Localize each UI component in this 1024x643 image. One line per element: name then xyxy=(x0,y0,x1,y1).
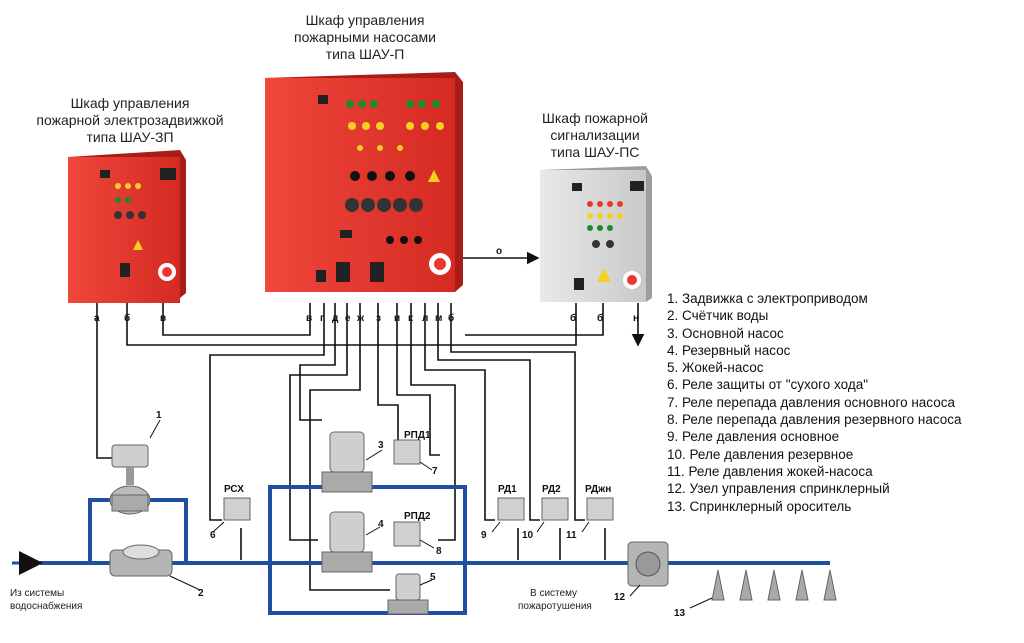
title-line: пожарной электрозадвижкой xyxy=(36,112,224,128)
terminal-labels-right: б б н о xyxy=(496,246,639,324)
legend-item: 8. Реле перепада давления резервного нас… xyxy=(667,412,962,428)
cabinet-shau-zp xyxy=(68,150,186,303)
num-8: 8 xyxy=(436,546,442,557)
device-labels: РСХ РПД1 РПД2 РД1 РД2 РДжн xyxy=(224,430,611,522)
label-rdzh: РДжн xyxy=(585,484,611,495)
main-pump xyxy=(321,431,373,493)
label-rd2: РД2 xyxy=(542,484,561,495)
num-11: 11 xyxy=(566,530,577,541)
legend-item: 11. Реле давления жокей-насоса xyxy=(667,463,873,479)
terminal-labels-center: в г д е ж з и к л м б xyxy=(306,312,454,324)
water-meter xyxy=(109,544,173,577)
cabinet-shau-p xyxy=(265,72,463,292)
terminal-n: н xyxy=(633,313,639,324)
num-9: 9 xyxy=(481,530,487,541)
terminal-b3: б xyxy=(570,312,576,324)
sprinkler-control-unit xyxy=(627,541,669,587)
label-rpd2: РПД2 xyxy=(404,511,431,522)
legend-item: 12. Узел управления спринклерный xyxy=(667,481,890,497)
num-5: 5 xyxy=(430,572,436,583)
num-3: 3 xyxy=(378,440,384,451)
terminal-v2: в xyxy=(306,313,312,324)
legend-item: 1. Задвижка с электроприводом xyxy=(667,291,868,306)
legend-item: 6. Реле защиты от "сухого хода" xyxy=(667,377,869,393)
legend-item: 2. Счётчик воды xyxy=(667,308,769,324)
title-line: типа ШАУ-П xyxy=(325,46,405,62)
terminal-g: г xyxy=(320,313,324,324)
num-12: 12 xyxy=(614,592,626,603)
legend-item: 5. Жокей-насос xyxy=(667,360,764,376)
label-rsh: РСХ xyxy=(224,484,244,495)
num-7: 7 xyxy=(432,466,438,477)
title-line: типа ШАУ-ЗП xyxy=(86,129,174,145)
legend-item: 10. Реле давления резервное xyxy=(667,446,854,462)
legend-item: 13. Спринклерный ороситель xyxy=(667,498,852,514)
number-labels: 1 2 3 4 5 6 7 8 9 10 11 12 13 xyxy=(156,410,686,619)
title-line: типа ШАУ-ПС xyxy=(550,144,640,160)
relays xyxy=(223,439,614,547)
label-rd1: РД1 xyxy=(498,484,517,495)
cabinet-title-center: Шкаф управления пожарными насосами типа … xyxy=(255,12,475,63)
num-2: 2 xyxy=(198,588,204,599)
flow-labels: Из системы водоснабжения В систему пожар… xyxy=(10,588,592,612)
title-line: Шкаф управления xyxy=(305,12,425,28)
legend-item: 9. Реле давления основное xyxy=(667,429,840,445)
title-line: пожарными насосами xyxy=(294,29,436,45)
num-1: 1 xyxy=(156,410,162,421)
dest-line-2: пожаротушения xyxy=(518,601,592,612)
terminal-b4: б xyxy=(597,312,603,324)
source-line-1: Из системы xyxy=(10,588,64,599)
legend: 1. Задвижка с электроприводом 2. Счётчик… xyxy=(667,290,962,515)
title-line: Шкаф пожарной xyxy=(542,110,648,126)
source-line-2: водоснабжения xyxy=(10,600,82,612)
dest-line-1: В систему xyxy=(530,588,577,599)
terminal-labels-left: а б в xyxy=(94,312,166,324)
title-line: Шкаф управления xyxy=(70,95,190,111)
cabinet-title-left: Шкаф управления пожарной электрозадвижко… xyxy=(10,95,250,146)
control-wiring xyxy=(96,251,645,591)
num-4: 4 xyxy=(378,519,384,530)
cabinet-title-right: Шкаф пожарной сигнализации типа ШАУ-ПС xyxy=(500,110,690,161)
sprinklers xyxy=(711,569,837,601)
num-10: 10 xyxy=(522,530,534,541)
legend-item: 3. Основной насос xyxy=(667,325,784,341)
cabinet-shau-ps xyxy=(540,166,652,302)
terminal-e: е xyxy=(345,313,351,324)
num-13: 13 xyxy=(674,608,686,619)
legend-item: 4. Резервный насос xyxy=(667,342,791,358)
terminal-o: о xyxy=(496,246,502,257)
jockey-pump xyxy=(387,573,429,615)
label-rpd1: РПД1 xyxy=(404,430,431,441)
number-callouts xyxy=(149,419,713,609)
num-6: 6 xyxy=(210,530,216,541)
legend-item: 7. Реле перепада давления основного насо… xyxy=(667,394,955,410)
reserve-pump xyxy=(321,511,373,573)
gate-valve xyxy=(109,444,151,515)
title-line: сигнализации xyxy=(550,127,640,143)
